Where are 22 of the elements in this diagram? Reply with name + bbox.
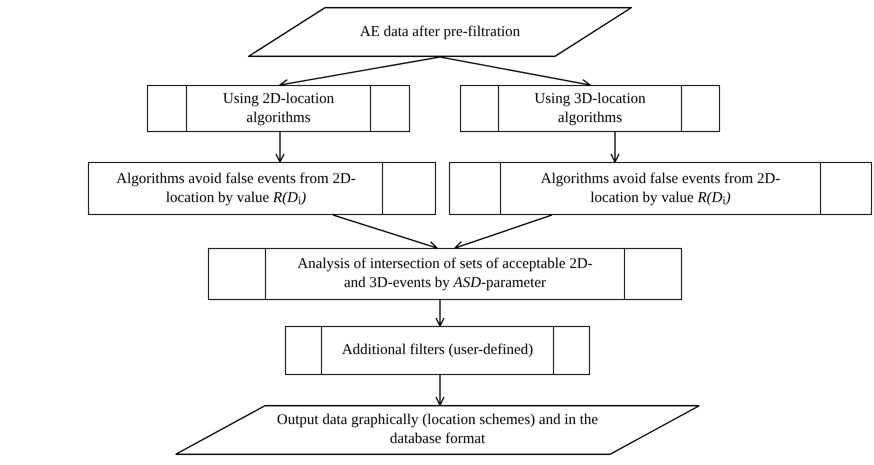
node-text: Analysis of intersection of sets of acceptable 2D- and 3D-events by ASD-parameter <box>296 255 594 293</box>
arrow <box>435 375 445 406</box>
arrow <box>275 132 285 163</box>
io-parallelogram <box>248 7 632 57</box>
arrow <box>332 214 438 250</box>
subprocess-box <box>285 326 590 375</box>
arrow <box>610 132 620 163</box>
io-parallelogram <box>175 405 700 455</box>
node-text: Output data graphically (location schemes) and in the database format <box>276 411 600 449</box>
node-text: Algorithms avoid false events from 2D-location by value R(D$_{i}$) <box>540 170 780 208</box>
node-text: Additional filters (user-defined) <box>342 341 534 360</box>
arrow <box>435 300 445 327</box>
node-text: Using 2D-location algorithms <box>222 90 336 128</box>
subprocess-box <box>208 248 682 300</box>
subprocess-box <box>147 85 410 132</box>
subprocess-box <box>460 85 720 132</box>
node-text: AE data after pre-filtration <box>360 22 520 42</box>
subprocess-box <box>88 162 436 215</box>
subprocess-box <box>449 162 872 215</box>
arrow <box>454 214 552 250</box>
node-text: Using 3D-location algorithms <box>533 90 647 128</box>
node-text: Algorithms avoid false events from 2D-location by value R(D$_{i}$) <box>116 170 356 208</box>
